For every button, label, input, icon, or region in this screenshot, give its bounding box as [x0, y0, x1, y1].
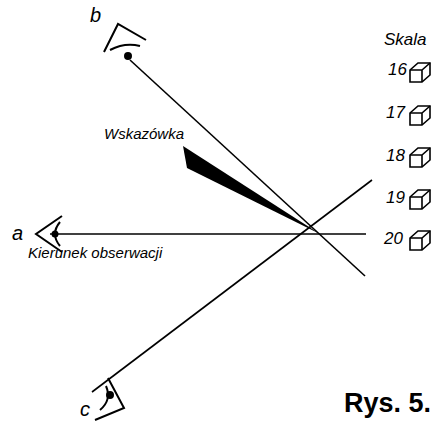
eye-letter: b	[90, 4, 101, 27]
scale-mark	[410, 63, 430, 82]
scale-mark	[410, 231, 430, 250]
scale-mark	[410, 190, 430, 209]
eye-letter: a	[12, 222, 23, 245]
eye-c	[95, 378, 124, 420]
sight-line	[92, 180, 372, 392]
eye-b	[104, 24, 146, 59]
scale-title: Skala	[384, 30, 427, 50]
figure-caption: Rys. 5.	[344, 388, 431, 419]
scale-number: 16	[388, 60, 407, 80]
scale-number: 20	[384, 229, 403, 249]
direction-label: Kierunek obserwacji	[28, 244, 162, 261]
sight-line	[50, 233, 318, 235]
eye-letter: c	[80, 398, 90, 421]
sight-line	[318, 233, 366, 235]
scale-number: 19	[386, 188, 405, 208]
scale-number: 17	[386, 103, 405, 123]
scale-number: 18	[386, 146, 405, 166]
scale-mark	[410, 148, 430, 167]
sight-line	[130, 60, 365, 276]
scale-mark	[410, 106, 430, 125]
pointer	[183, 146, 320, 234]
pointer-label: Wskazówka	[104, 125, 184, 142]
